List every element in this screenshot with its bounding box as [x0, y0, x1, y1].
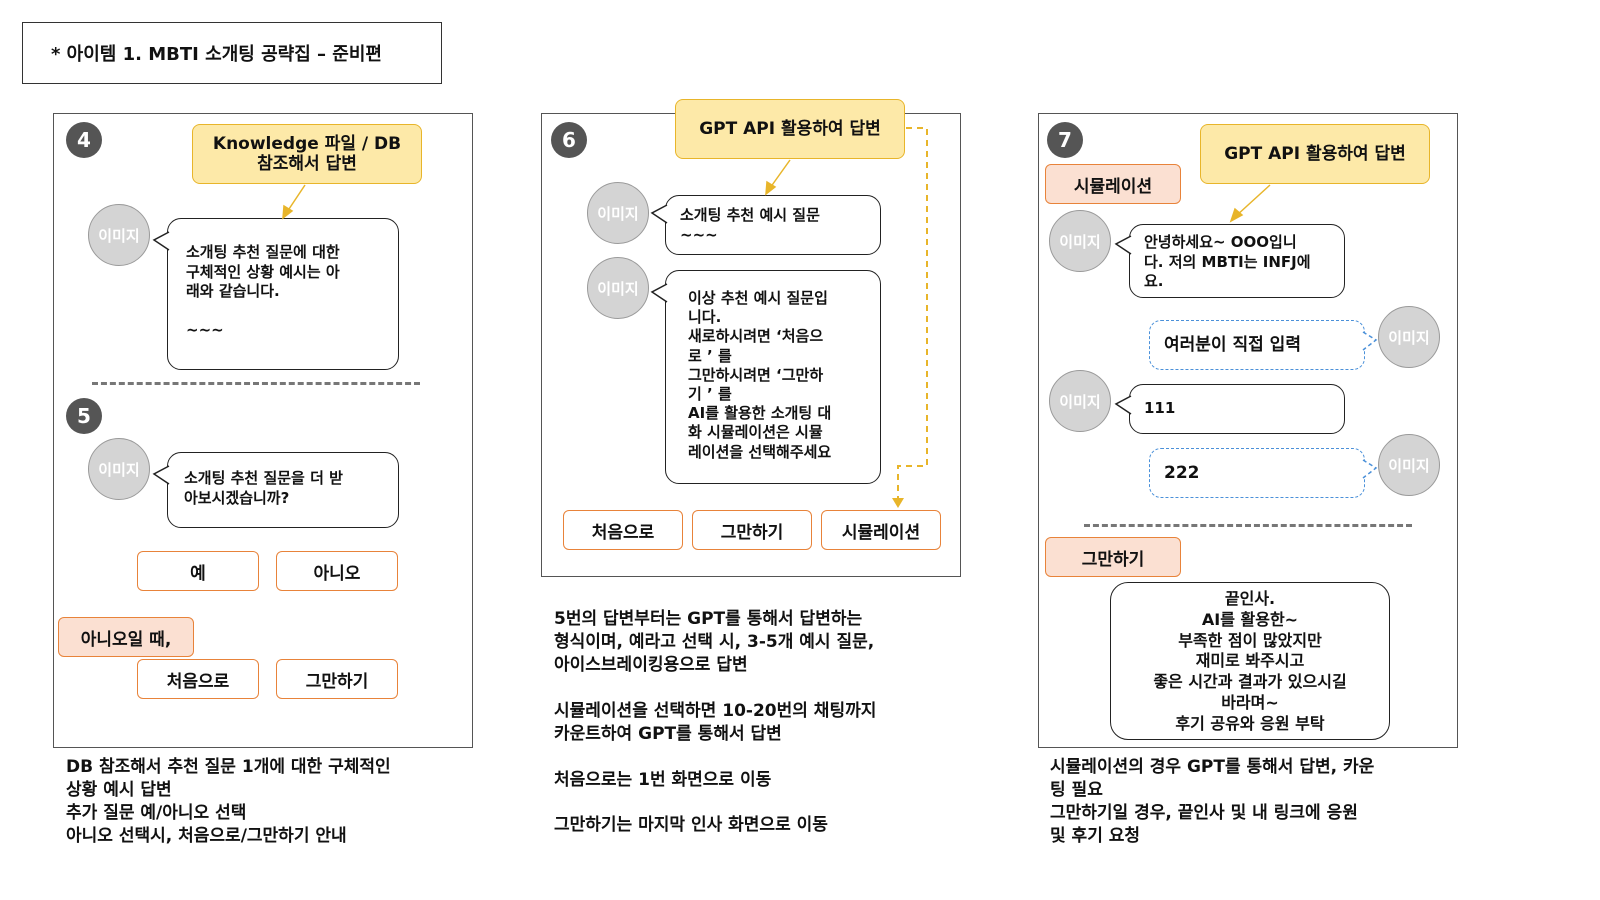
avatar-label: 이미지 — [1059, 232, 1101, 251]
bot-avatar: 이미지 — [587, 182, 649, 244]
user-reply-bubble: 222 — [1149, 448, 1365, 498]
gpt-api-callout: GPT API 활용하여 답변 — [1200, 124, 1430, 184]
user-avatar: 이미지 — [1378, 434, 1440, 496]
avatar-label: 이미지 — [98, 460, 140, 479]
bubble-tail — [1114, 235, 1132, 255]
knowledge-db-callout: Knowledge 파일 / DB 참조해서 답변 — [192, 124, 422, 184]
user-input-bubble: 여러분이 직접 입력 — [1149, 320, 1365, 370]
yes-button[interactable]: 예 — [137, 551, 259, 591]
greeting-bubble: 안녕하세요~ OOO입니 다. 저의 MBTI는 INFJ에 요. — [1129, 224, 1345, 298]
farewell-bubble: 끝인사. AI를 활용한~ 부족한 점이 많았지만 재미로 봐주시고 좋은 시간… — [1110, 582, 1390, 740]
bubble-tail — [1114, 395, 1132, 415]
avatar-label: 이미지 — [1059, 392, 1101, 411]
user-avatar: 이미지 — [1378, 306, 1440, 368]
step-number-4: 4 — [66, 122, 102, 158]
bot-avatar: 이미지 — [1049, 370, 1111, 432]
avatar-label: 이미지 — [597, 279, 639, 298]
section-divider — [92, 382, 420, 385]
bubble-tail — [650, 283, 668, 303]
step-number-7: 7 — [1047, 122, 1083, 158]
bot-reply-bubble: 111 — [1129, 384, 1345, 434]
connector-line — [897, 127, 928, 500]
description-left: DB 참조해서 추천 질문 1개에 대한 구체적인 상황 예시 답변 추가 질문… — [66, 757, 391, 846]
no-case-label: 아니오일 때, — [58, 617, 194, 657]
bubble-tails — [152, 204, 1132, 485]
gpt-api-callout: GPT API 활용하여 답변 — [675, 99, 905, 159]
bubble-tail — [1362, 331, 1378, 351]
no-button[interactable]: 아니오 — [276, 551, 398, 591]
arrow-head — [1229, 207, 1244, 223]
more-questions-bubble: 소개팅 추천 질문을 더 받 아보시겠습니까? — [167, 452, 399, 528]
simulation-connector — [897, 127, 928, 500]
example-question-bubble: 소개팅 추천 예시 질문 ~~~ — [665, 195, 881, 255]
user-bubble-tails — [1362, 331, 1378, 479]
guide-bubble: 이상 추천 예시 질문입 니다. 새로하시려면 ‘처음으 로 ’ 를 그만하시려… — [665, 270, 881, 484]
bubble-tail — [152, 465, 170, 485]
avatar-label: 이미지 — [98, 226, 140, 245]
page-title: * 아이템 1. MBTI 소개팅 공략집 – 준비편 — [22, 22, 442, 84]
stop-tag: 그만하기 — [1045, 537, 1181, 577]
stop-button[interactable]: 그만하기 — [276, 659, 398, 699]
stop-button[interactable]: 그만하기 — [692, 510, 812, 550]
example-answer-bubble: 소개팅 추천 질문에 대한 구체적인 상황 예시는 아 래와 같습니다. ~~~ — [167, 218, 399, 370]
restart-button[interactable]: 처음으로 — [563, 510, 683, 550]
simulation-tag: 시뮬레이션 — [1045, 164, 1181, 204]
arrow-head — [765, 180, 777, 196]
bot-avatar: 이미지 — [587, 257, 649, 319]
bubble-tail — [1362, 459, 1378, 479]
arrow-head — [282, 204, 294, 220]
description-right: 시뮬레이션의 경우 GPT를 통해서 답변, 카운 팅 필요 그만하기일 경우,… — [1050, 757, 1375, 846]
callout-arrows — [282, 159, 1271, 223]
restart-button[interactable]: 처음으로 — [137, 659, 259, 699]
avatar-label: 이미지 — [597, 204, 639, 223]
callout-arrow — [1235, 184, 1271, 217]
bot-avatar: 이미지 — [88, 438, 150, 500]
simulation-button[interactable]: 시뮬레이션 — [821, 510, 941, 550]
description-middle: 5번의 답변부터는 GPT를 통해서 답변하는 형식이며, 예라고 선택 시, … — [554, 609, 877, 836]
connector-arrow-head — [892, 498, 904, 508]
step-number-6: 6 — [551, 122, 587, 158]
callout-arrow — [769, 159, 791, 189]
avatar-label: 이미지 — [1388, 456, 1430, 475]
avatar-label: 이미지 — [1388, 328, 1430, 347]
bot-avatar: 이미지 — [1049, 210, 1111, 272]
bot-avatar: 이미지 — [88, 204, 150, 266]
bubble-tail — [152, 231, 170, 251]
bubble-tail — [650, 204, 668, 224]
step-number-5: 5 — [66, 398, 102, 434]
section-divider — [1084, 524, 1412, 527]
callout-arrow — [286, 184, 306, 213]
